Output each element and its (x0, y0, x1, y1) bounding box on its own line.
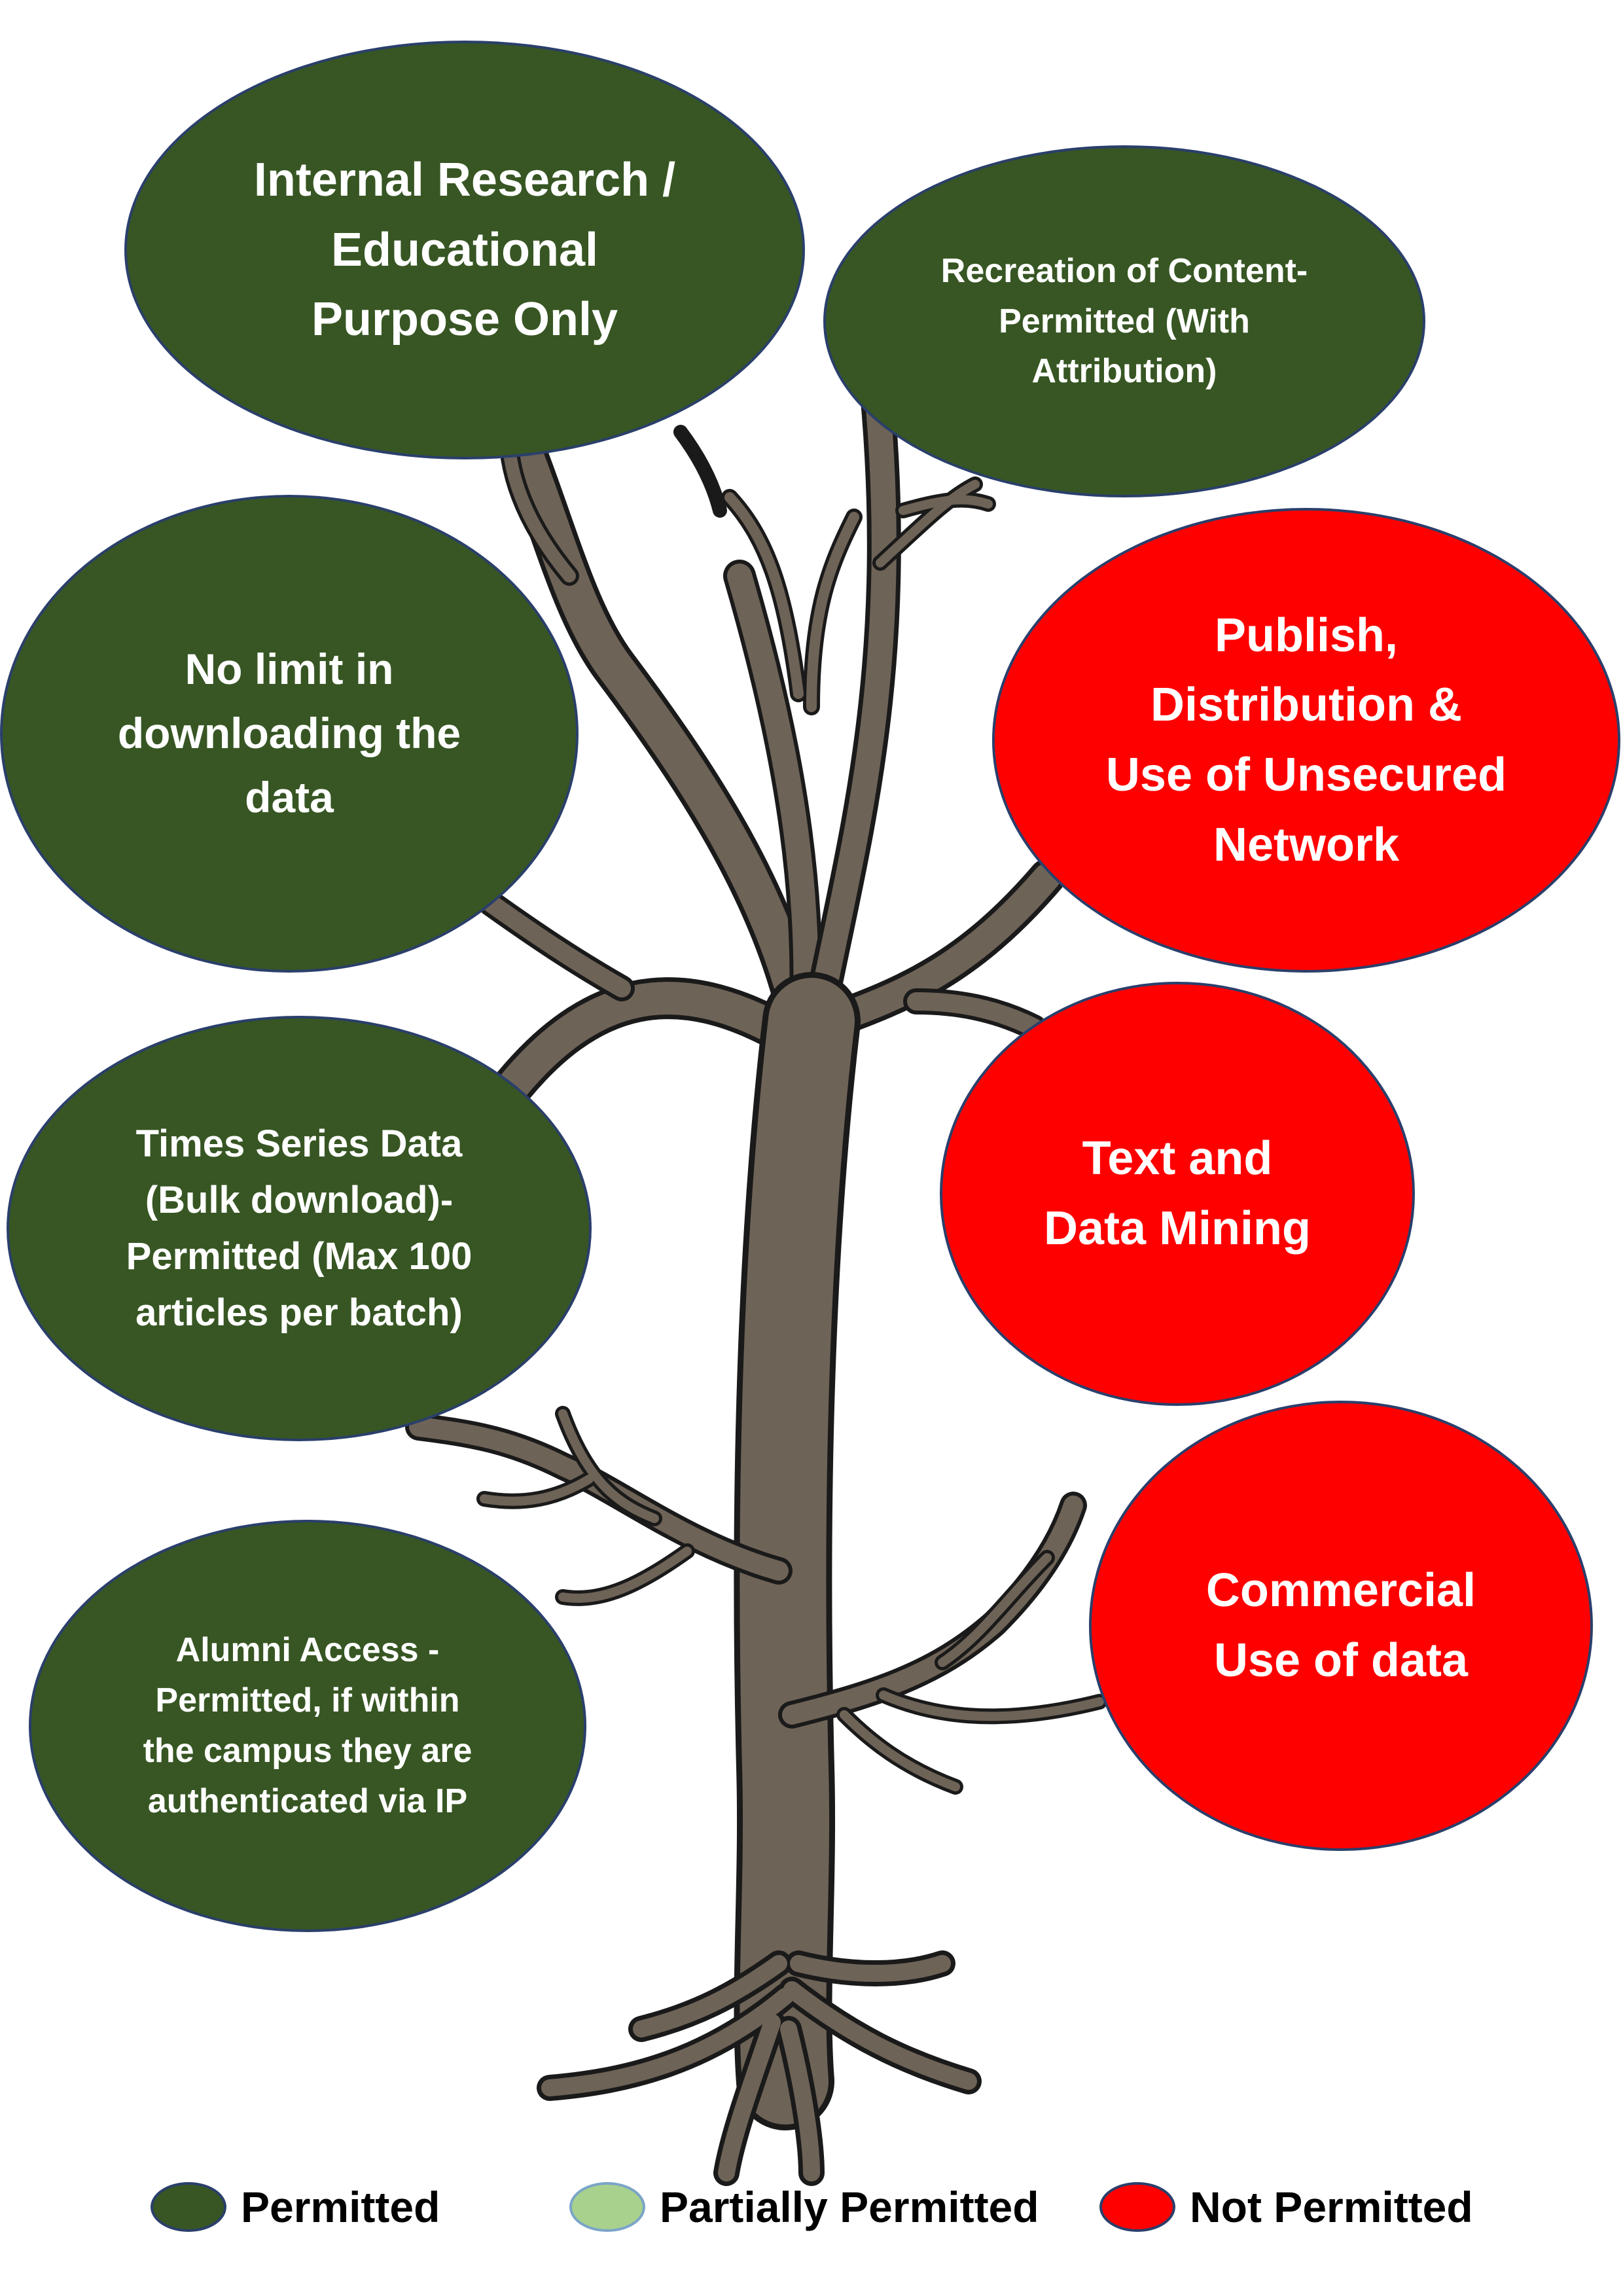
bubble-times-series-data-text: Times Series Data (Bulk download)- Permi… (126, 1122, 473, 1334)
branch-lower-right (778, 1492, 1087, 1729)
bubble-no-limit-downloading-text: No limit in downloading the data (117, 645, 461, 821)
bubble-recreation-of-content: Recreation of Content- Permitted (With A… (823, 145, 1425, 497)
legend-swatch-partially-permitted (569, 2182, 645, 2232)
bubble-commercial-use: Commercial Use of data (1089, 1401, 1593, 1851)
bubble-publish-distribution: Publish, Distribution & Use of Unsecured… (992, 508, 1620, 973)
bubble-text-data-mining: Text and Data Mining (940, 982, 1415, 1406)
bubble-recreation-of-content-text: Recreation of Content- Permitted (With A… (940, 251, 1308, 391)
legend-label-permitted: Permitted (241, 2183, 440, 2231)
bubble-commercial-use-text: Commercial Use of data (1205, 1564, 1476, 1687)
bubble-text-data-mining-text: Text and Data Mining (1044, 1132, 1311, 1255)
legend-label-not-permitted: Not Permitted (1190, 2183, 1473, 2231)
bubble-alumni-access: Alumni Access - Permitted, if within the… (29, 1520, 586, 1932)
bubble-times-series-data: Times Series Data (Bulk download)- Permi… (7, 1016, 592, 1441)
bubble-internal-research: Internal Research / Educational Purpose … (124, 41, 805, 459)
legend-swatch-permitted (151, 2182, 226, 2232)
legend-swatch-not-permitted (1099, 2182, 1175, 2232)
legend-label-partially-permitted: Partially Permitted (660, 2183, 1039, 2231)
bubble-internal-research-text: Internal Research / Educational Purpose … (253, 154, 676, 346)
legend-partially-permitted: Partially Permitted (569, 2182, 1039, 2232)
legend-permitted: Permitted (151, 2182, 440, 2232)
legend-not-permitted: Not Permitted (1099, 2182, 1473, 2232)
bubble-no-limit-downloading: No limit in downloading the data (0, 495, 579, 973)
bubble-publish-distribution-text: Publish, Distribution & Use of Unsecured… (1105, 609, 1507, 871)
bubble-alumni-access-text: Alumni Access - Permitted, if within the… (143, 1631, 473, 1820)
